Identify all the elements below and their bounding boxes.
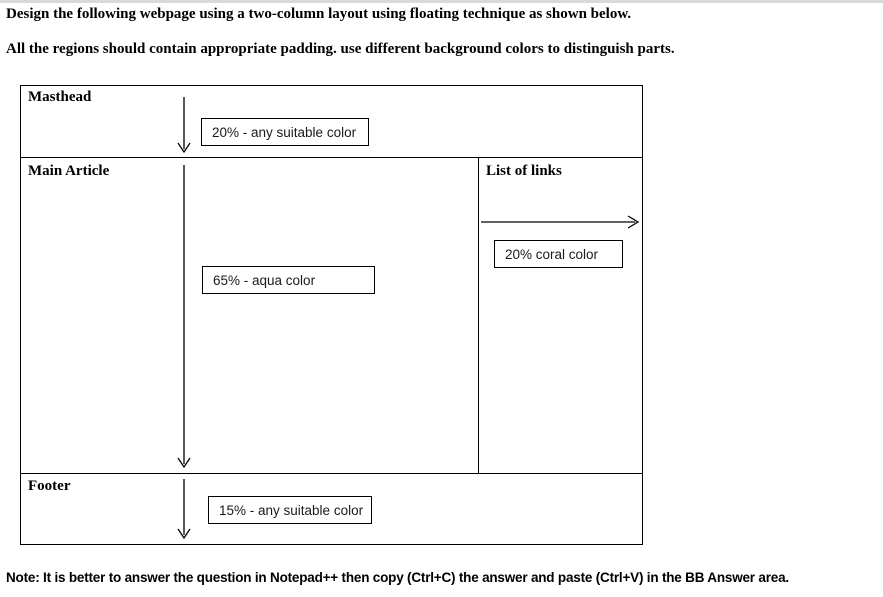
region-label-list-of-links: List of links — [486, 163, 562, 179]
callout-list-of-links-percentage: 20% coral color — [494, 240, 623, 268]
bottom-note: Note: It is better to answer the questio… — [6, 570, 789, 585]
callout-main-article-percentage: 65% - aqua color — [202, 266, 375, 294]
callout-footer-percentage: 15% - any suitable color — [208, 496, 372, 524]
divider-masthead-body — [20, 157, 643, 158]
wireframe-diagram: Masthead Main Article List of links Foot… — [20, 85, 643, 545]
callout-masthead-percentage: 20% - any suitable color — [201, 118, 369, 146]
top-edge-strip — [0, 0, 883, 3]
region-label-footer: Footer — [28, 478, 71, 494]
instruction-line-1: Design the following webpage using a two… — [6, 6, 632, 22]
region-label-main-article: Main Article — [28, 163, 110, 179]
divider-main-links-column — [478, 157, 479, 473]
instruction-line-2: All the regions should contain appropria… — [6, 41, 675, 57]
diagram-outer-border — [20, 85, 643, 545]
region-label-masthead: Masthead — [28, 89, 92, 105]
divider-body-footer — [20, 473, 643, 474]
